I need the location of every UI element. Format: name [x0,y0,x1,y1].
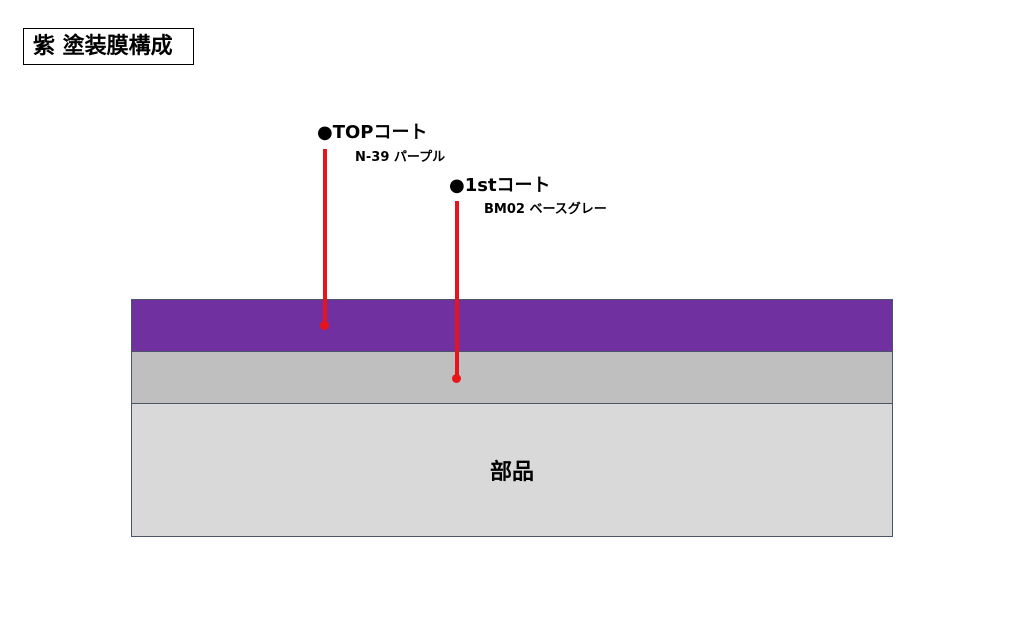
first-coat-layer [131,351,893,404]
top-coat-leader-dot [320,321,329,330]
top-coat-product-label: N-39 パープル [355,150,446,165]
first-coat-product-label: BM02 ベースグレー [484,202,607,217]
first-coat-callout-title: ●1stコート [449,175,551,196]
top-coat-leader-line [323,149,327,327]
diagram-title: 紫 塗装膜構成 [23,28,194,65]
part-label: 部品 [489,460,534,485]
part-layer: 部品 [131,403,893,537]
first-coat-leader-dot [452,374,461,383]
first-coat-leader-line [455,201,459,379]
top-coat-callout-title: ●TOPコート [317,122,428,143]
top-coat-layer [131,299,893,352]
